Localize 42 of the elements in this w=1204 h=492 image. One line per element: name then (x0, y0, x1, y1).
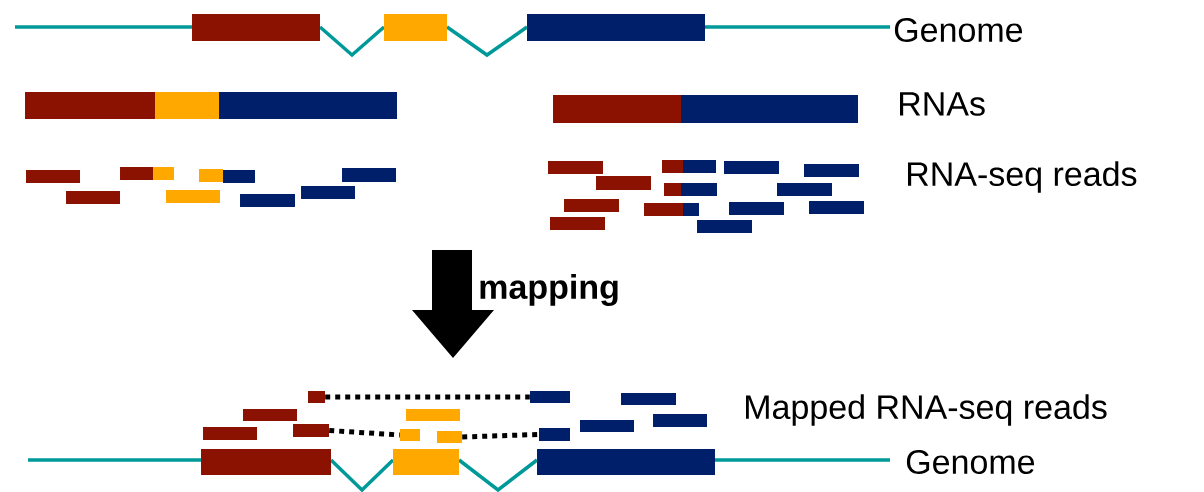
read-bar (203, 427, 257, 440)
read-bar (437, 431, 462, 443)
read-bar (644, 203, 699, 216)
read-bar (199, 169, 255, 183)
read-bar (293, 424, 329, 437)
read-bar (550, 217, 605, 230)
read-bar (342, 168, 396, 182)
dotted-connector (325, 394, 530, 400)
read-bar (406, 409, 460, 421)
read-bar (564, 199, 619, 212)
text-label: RNA-seq reads (908, 161, 1137, 193)
read-bar (809, 201, 864, 214)
text-label: RNAs (900, 92, 985, 116)
read-bar (804, 164, 859, 177)
read-bar (400, 429, 420, 441)
read-bar (530, 391, 570, 403)
text-label: Mapped RNA-seq reads (746, 394, 1107, 426)
dotted-connector (462, 432, 539, 440)
dotted-connector (329, 428, 400, 438)
read-bar (539, 428, 570, 441)
read-bar (580, 420, 634, 432)
read-bar (166, 190, 220, 203)
read-bar (66, 191, 120, 204)
read-bar (243, 409, 297, 421)
read-bar (621, 393, 676, 405)
read-bar (777, 183, 832, 196)
text-label: mapping (480, 274, 618, 306)
text-label: Genome (894, 17, 1023, 43)
read-bar (724, 161, 779, 174)
read-bar (662, 160, 716, 173)
read-bar (240, 194, 295, 207)
read-bar (120, 167, 174, 180)
read-bar (548, 161, 603, 174)
read-bar (697, 220, 752, 233)
read-bar (26, 170, 80, 183)
read-bar (729, 202, 784, 215)
read-bar (596, 176, 651, 190)
read-bar (653, 414, 707, 427)
read-bar (301, 186, 355, 199)
read-bar (664, 183, 717, 196)
read-bar (308, 391, 325, 403)
text-label: Genome (906, 449, 1035, 474)
